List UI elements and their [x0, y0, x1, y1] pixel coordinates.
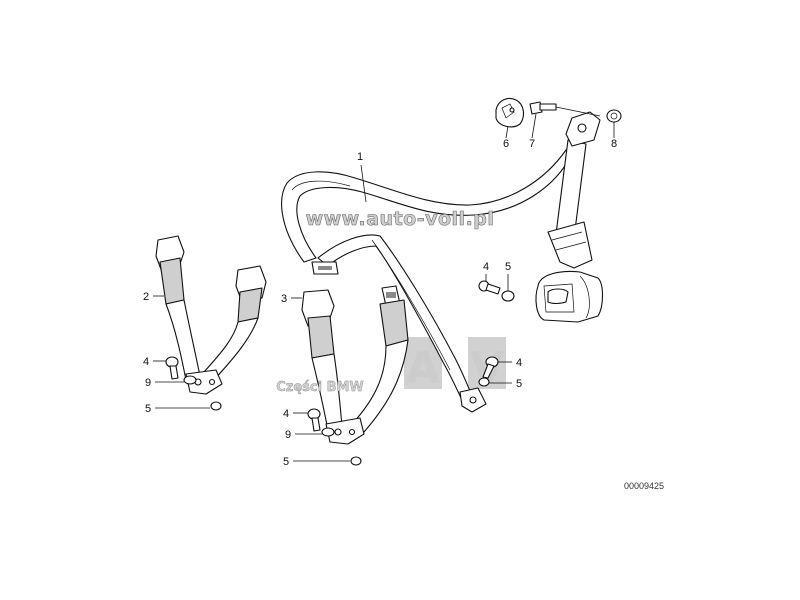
- callout-washer-center: 9: [285, 429, 322, 441]
- svg-text:4: 4: [516, 357, 522, 369]
- seat-belt-main: [281, 111, 604, 413]
- watermark-parts-label: Części BMW: [276, 380, 364, 395]
- svg-text:5: 5: [516, 378, 522, 390]
- callout-bolt-left: 4: [143, 356, 166, 368]
- svg-text:4: 4: [483, 261, 489, 273]
- callout-nut-retractor: 5: [505, 261, 511, 291]
- bolt-right: [482, 356, 499, 379]
- washer-spacer-center: [321, 427, 335, 437]
- callout-bolt-top: 7: [529, 113, 537, 150]
- bolt-left: [165, 356, 179, 380]
- callout-rear-center-buckle: 3: [281, 293, 302, 305]
- svg-text:9: 9: [145, 377, 151, 389]
- nut-retractor: [501, 290, 515, 302]
- nut-right: [478, 377, 490, 387]
- callout-bolt-right: 4: [498, 357, 522, 369]
- bolt-top: [529, 101, 557, 115]
- callout-bolt-center: 4: [283, 408, 308, 420]
- rear-left-buckle-set: [155, 235, 267, 395]
- svg-text:8: 8: [611, 138, 617, 150]
- leader-top-assembly: [555, 106, 601, 117]
- spacer-top: [606, 109, 622, 123]
- callout-bolt-retractor: 4: [483, 261, 489, 281]
- svg-text:4: 4: [143, 356, 149, 368]
- callout-rear-left-buckle: 2: [143, 291, 164, 303]
- svg-text:7: 7: [529, 138, 535, 150]
- bolt-retractor: [478, 280, 501, 295]
- svg-text:9: 9: [285, 429, 291, 441]
- svg-text:5: 5: [145, 403, 151, 415]
- callout-nut-center: 5: [283, 456, 350, 468]
- callout-spacer-top: 8: [611, 122, 617, 150]
- callout-nut-right: 5: [489, 378, 522, 390]
- callout-washer-left: 9: [145, 377, 184, 389]
- svg-text:3: 3: [281, 293, 287, 305]
- svg-text:6: 6: [503, 138, 509, 150]
- callout-cover-cap: 6: [503, 125, 509, 150]
- callout-belt-main: 1: [357, 151, 367, 203]
- svg-text:2: 2: [143, 291, 149, 303]
- svg-text:5: 5: [283, 456, 289, 468]
- watermark-letter-a: A: [406, 343, 440, 394]
- bolt-center: [307, 408, 321, 432]
- cover-cap: [495, 97, 525, 128]
- nut-center: [350, 456, 362, 466]
- washer-spacer-left: [183, 375, 197, 385]
- svg-text:5: 5: [505, 261, 511, 273]
- svg-text:1: 1: [357, 151, 363, 163]
- rear-center-buckle-set: [301, 285, 409, 445]
- document-number: 00009425: [624, 481, 664, 491]
- watermark-site-url: www.auto-voll.pl: [306, 208, 495, 230]
- svg-text:4: 4: [283, 408, 289, 420]
- nut-left: [210, 401, 222, 411]
- callout-nut-left: 5: [145, 403, 210, 415]
